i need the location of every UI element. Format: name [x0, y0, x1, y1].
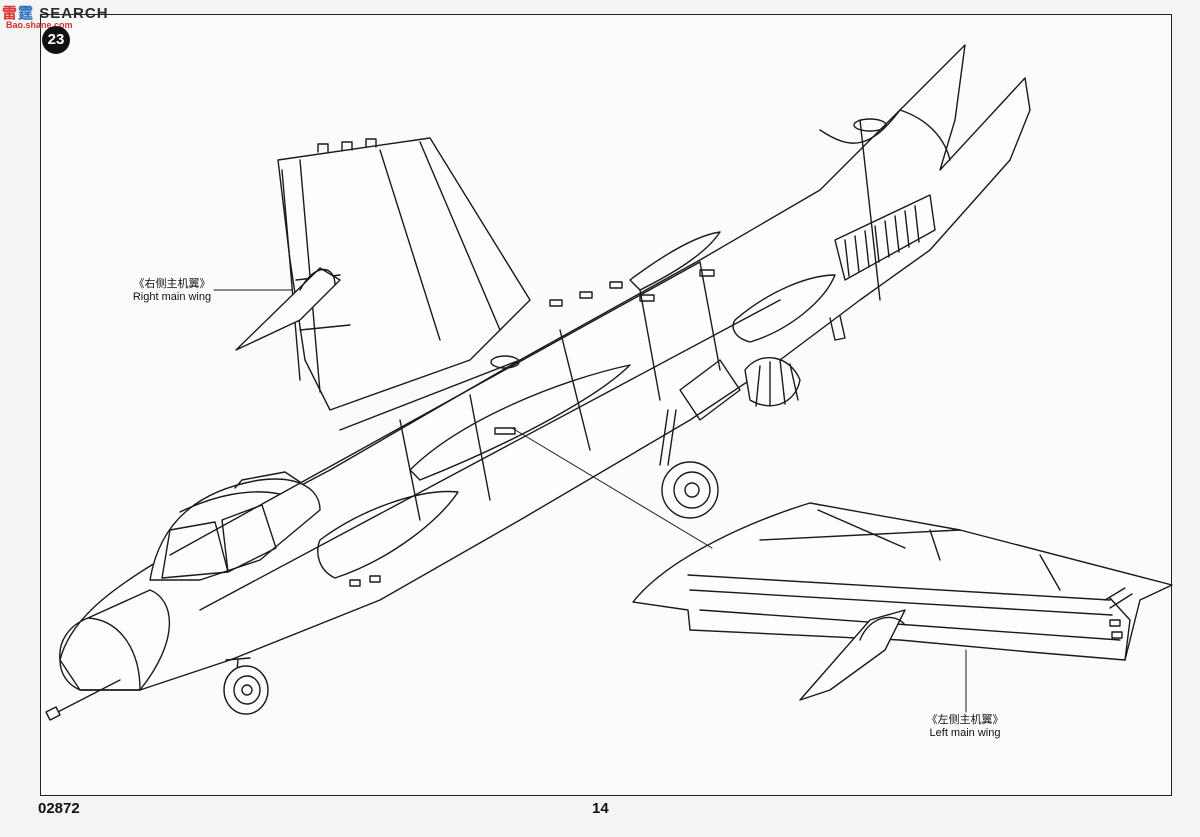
left-wing-attach-leader-line — [511, 427, 713, 549]
left-main-wing-label-cn: 《左侧主机翼》 — [926, 714, 1004, 726]
watermark-text: SEARCH — [39, 5, 109, 22]
kit-number: 02872 — [38, 800, 80, 817]
fuselage-drawing — [45, 44, 1031, 721]
left-main-wing-drawing — [632, 502, 1173, 701]
right-main-wing-drawing — [235, 137, 531, 411]
right-main-wing-label-cn: 《右侧主机翼》 — [133, 278, 211, 290]
leader-lines — [213, 289, 967, 713]
main-landing-gear-drawing — [659, 315, 846, 519]
step-number-badge: 23 — [42, 26, 70, 54]
right-main-wing-label-en: Right main wing — [132, 291, 212, 303]
watermark-char-a: 雷 — [2, 5, 19, 22]
watermark-site: Bao.shane.com — [6, 20, 73, 30]
page-number: 14 — [592, 800, 609, 817]
left-main-wing-label: 《左侧主机翼》 Left main wing — [915, 714, 1015, 740]
left-main-wing-label-en: Left main wing — [929, 727, 1001, 739]
right-main-wing-label: 《右侧主机翼》 Right main wing — [122, 278, 222, 304]
nose-landing-gear-drawing — [223, 657, 269, 715]
watermark-logo: 雷霆 SEARCH Bao.shane.com — [2, 2, 109, 30]
watermark-char-b: 霆 — [18, 5, 35, 22]
